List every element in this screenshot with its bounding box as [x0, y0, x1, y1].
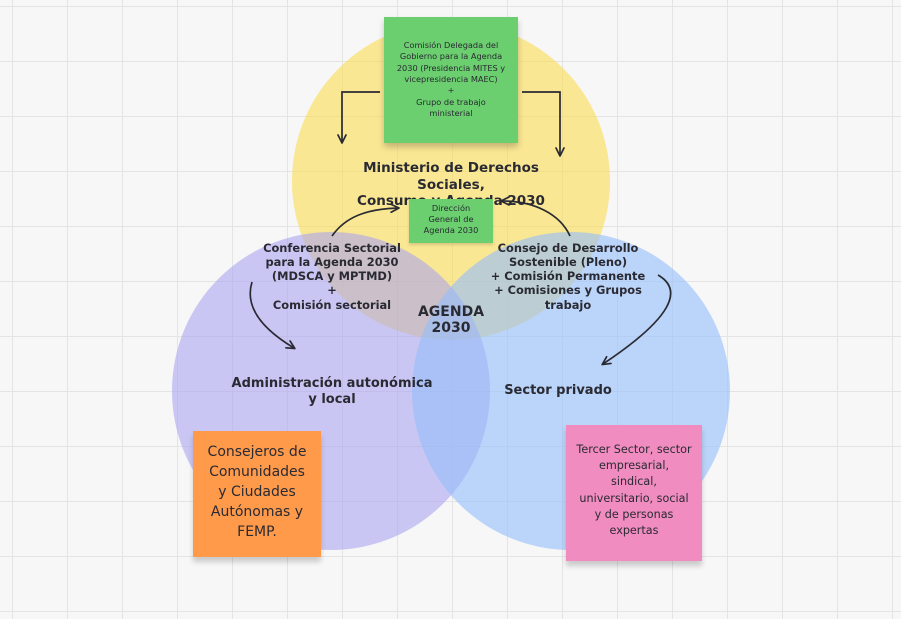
sustainable-development-council-label: Consejo de Desarrollo Sostenible (Pleno)…: [490, 241, 646, 312]
private-sector-label: Sector privado: [504, 383, 612, 398]
sticky-note-regional-councillors[interactable]: Consejeros de Comunidades y Ciudades Aut…: [193, 431, 321, 557]
agenda-2030-center-label: AGENDA 2030: [417, 304, 485, 337]
sticky-note-directorate-general[interactable]: Dirección General de Agenda 2030: [409, 199, 493, 243]
arrow-council-to-dg: [500, 196, 571, 237]
sectoral-conference-label: Conferencia Sectorial para la Agenda 203…: [263, 241, 401, 312]
sticky-note-third-sector[interactable]: Tercer Sector, sector empresarial, sindi…: [566, 425, 702, 561]
regional-admin-label: Administración autonómica y local: [231, 376, 433, 408]
arrow-comision-to-ministry-left: [337, 91, 380, 144]
arrow-conference-to-admin: [249, 281, 296, 350]
arrow-conference-to-dg: [331, 203, 400, 237]
arrow-comision-to-ministry-right: [522, 91, 565, 157]
arrow-council-to-private: [601, 274, 672, 366]
sticky-note-delegated-commission[interactable]: Comisión Delegada del Gobierno para la A…: [384, 17, 518, 143]
